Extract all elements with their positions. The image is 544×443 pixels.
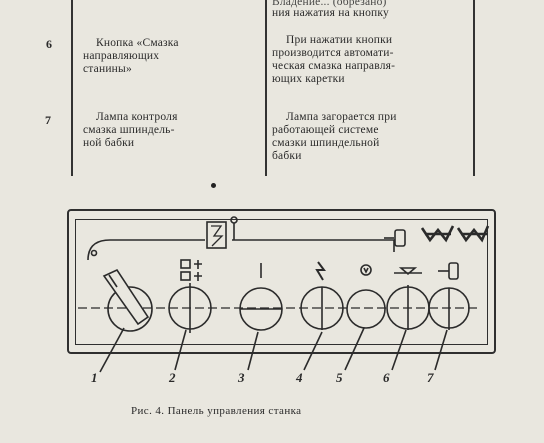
row-number: 6 bbox=[46, 37, 52, 51]
callout-label: 7 bbox=[427, 370, 434, 385]
plug-symbol-icon bbox=[384, 229, 406, 247]
row-desc-line: смазки шпиндельной bbox=[272, 137, 380, 149]
row-desc-line: производится автомати- bbox=[272, 47, 394, 59]
table-divider-left bbox=[71, 0, 73, 176]
row-desc-line: ческая смазка направля- bbox=[272, 60, 396, 72]
motor-selector-icon bbox=[168, 259, 212, 333]
row-name-line: смазка шпиндель- bbox=[83, 124, 175, 136]
callout-label: 6 bbox=[383, 370, 390, 385]
row-name-line: станины» bbox=[83, 63, 132, 75]
row-name-line: Кнопка «Смазка bbox=[96, 37, 179, 49]
table-divider-middle bbox=[265, 0, 267, 176]
row-name-line: направляющих bbox=[83, 50, 160, 62]
lightning-icon bbox=[300, 261, 344, 330]
row-desc-line: работающей системе bbox=[272, 124, 379, 136]
callout-label: 3 bbox=[238, 370, 245, 385]
callout-label: 4 bbox=[296, 370, 303, 385]
key-symbol-icon bbox=[206, 216, 238, 249]
way-lube-symbol-icon bbox=[420, 225, 490, 243]
control-panel-outer-frame bbox=[67, 209, 496, 354]
callout-label: 2 bbox=[169, 370, 176, 385]
row-number: 7 bbox=[45, 113, 51, 127]
power-indicator-icon bbox=[239, 263, 283, 331]
row-desc-line: бабки bbox=[272, 150, 302, 162]
control-panel-inner-frame bbox=[75, 219, 488, 345]
bullet-dot bbox=[211, 183, 216, 188]
row-desc-line: При нажатии кнопки bbox=[286, 34, 393, 46]
switch-key-icon bbox=[90, 249, 153, 332]
callout-label: 5 bbox=[336, 370, 343, 385]
callout-label: 1 bbox=[91, 370, 98, 385]
row-name-line: ной бабки bbox=[83, 137, 135, 149]
table-divider-right bbox=[473, 0, 475, 176]
figure-caption: Рис. 4. Панель управления станка bbox=[131, 405, 302, 417]
table-top-fragment-2: ния нажатия на кнопку bbox=[272, 7, 389, 19]
row-desc-line: ющих каретки bbox=[272, 73, 345, 85]
spindle-lube-icon bbox=[346, 264, 386, 329]
row-name-line: Лампа контроля bbox=[96, 111, 178, 123]
lamp-icon bbox=[428, 262, 470, 330]
lube-pump-icon bbox=[386, 267, 430, 330]
row-desc-line: Лампа загорается при bbox=[286, 111, 397, 123]
table-top-fragment: Владение... (обрезано) bbox=[272, 0, 387, 8]
